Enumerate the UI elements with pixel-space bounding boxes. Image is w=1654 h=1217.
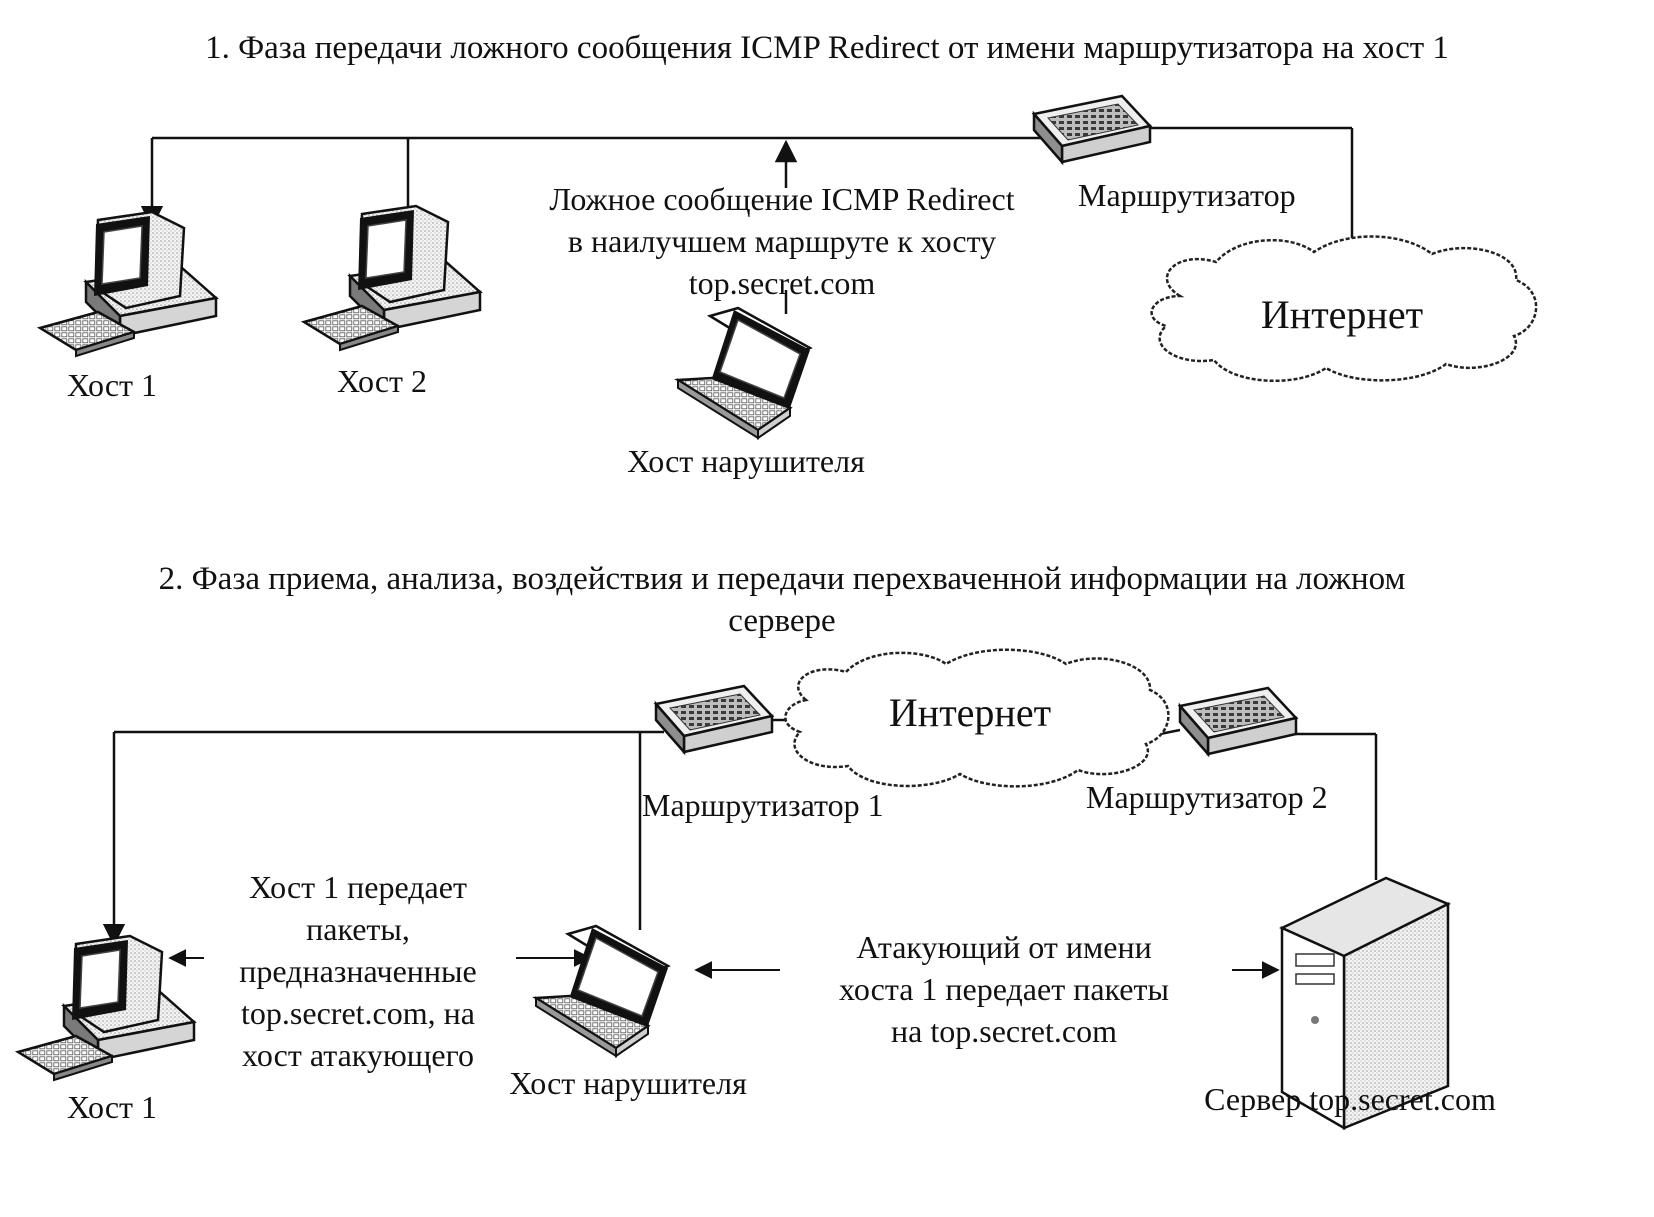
phase2-title-line-1: 2. Фаза приема, анализа, воздействия и п…: [159, 561, 1406, 597]
phase1-host1-label: Хост 1: [67, 367, 157, 403]
phase1-message-line-2: в наилучшем маршруте к хосту: [568, 223, 996, 259]
phase2-left-message-line-2: пакеты,: [306, 911, 410, 947]
phase1-internet-cloud-icon: [1150, 235, 1538, 383]
phase2-left-message-line-4: top.secret.com, на: [241, 995, 475, 1031]
phase1-internet-label: Интернет: [1261, 292, 1423, 337]
phase1-attacker-laptop-icon: [676, 306, 812, 440]
phase1-host2-desktop-icon: [302, 204, 482, 352]
phase2-left-message-line-5: хост атакующего: [242, 1037, 474, 1073]
phase2-left-message-line-1: Хост 1 передает: [249, 869, 467, 905]
phase1-router-label: Маршрутизатор: [1078, 177, 1296, 213]
phase1-attacker-label: Хост нарушителя: [627, 443, 865, 479]
phase2-attacker-laptop-icon: [534, 924, 670, 1058]
phase2-router1-icon: [654, 684, 774, 754]
phase1-message-line-3: top.secret.com: [689, 265, 876, 301]
phase2-host1-label: Хост 1: [67, 1089, 157, 1125]
phase2-title-line-2: сервере: [728, 603, 835, 639]
phase2-host1-desktop-icon: [16, 934, 196, 1082]
phase2-network-wires: [102, 718, 1378, 979]
phase2-internet-cloud-icon: [784, 648, 1170, 788]
phase2-right-message-line-3: на top.secret.com: [891, 1013, 1117, 1049]
phase1-router-icon: [1032, 94, 1152, 164]
phase1-network-wires: [140, 126, 1354, 314]
phase2-right-message-line-1: Атакующий от имени: [856, 929, 1151, 965]
phase2-router2-icon: [1178, 686, 1298, 756]
phase2-router1-label: Маршрутизатор 1: [642, 787, 884, 823]
phase2-internet-label: Интернет: [889, 690, 1051, 735]
phase2-router2-label: Маршрутизатор 2: [1086, 779, 1328, 815]
phase1-host2-label: Хост 2: [337, 363, 427, 399]
phase2-right-message-line-2: хоста 1 передает пакеты: [839, 971, 1169, 1007]
phase1-title: 1. Фаза передачи ложного сообщения ICMP …: [205, 30, 1449, 66]
phase1-message-line-1: Ложное сообщение ICMP Redirect: [549, 181, 1014, 217]
phase2-attacker-label: Хост нарушителя: [509, 1065, 747, 1101]
phase2-left-message-line-3: предназначенные: [239, 953, 476, 989]
phase2-server-label: Сервер top.secret.com: [1204, 1081, 1496, 1117]
phase1-host1-desktop-icon: [38, 210, 218, 358]
